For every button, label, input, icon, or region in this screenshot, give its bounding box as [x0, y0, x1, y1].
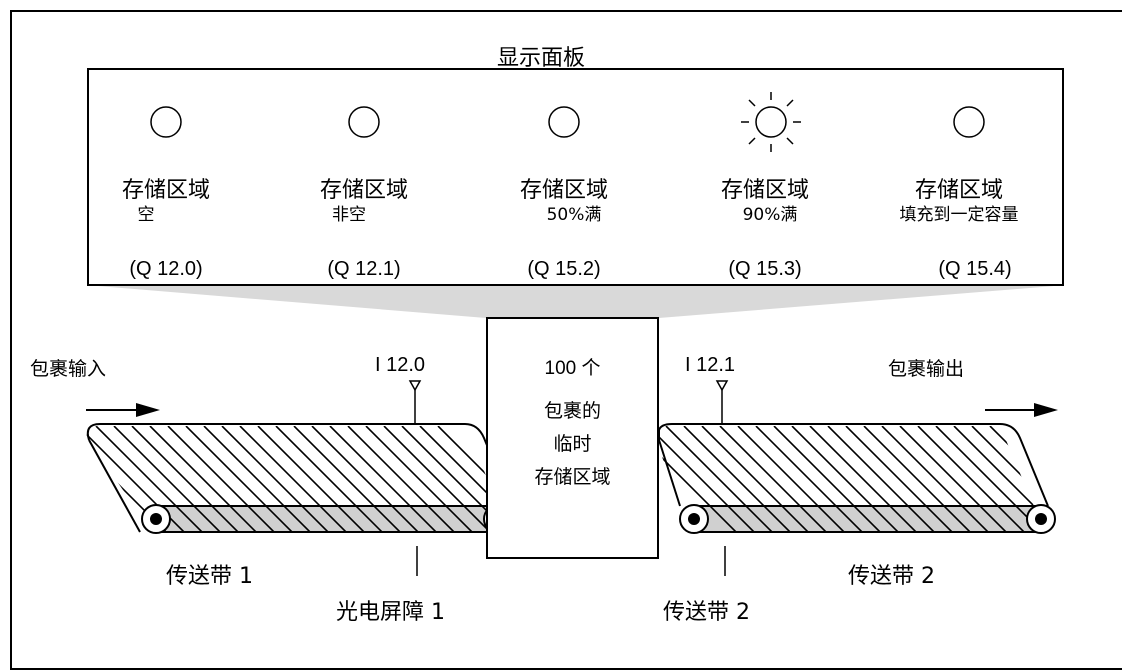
- conveyor-belt-2: [654, 423, 1056, 534]
- indicator-empty: 存储区域 空 (Q 12.0): [76, 106, 256, 280]
- panel-title: 显示面板: [497, 46, 586, 71]
- indicator-sub: 非空: [332, 205, 366, 225]
- lamp-off-icon: [150, 106, 182, 138]
- indicator-address: (Q 15.4): [938, 258, 1012, 280]
- indicator-sub: 90%满: [742, 205, 798, 225]
- indicator-name: 存储区域: [519, 178, 608, 203]
- indicator-sub: 空: [137, 205, 155, 225]
- diagram-graphics: [86, 286, 1058, 576]
- output-label: 包裹输出: [888, 358, 965, 380]
- indicator-not-empty: 存储区域 非空 (Q 12.1): [274, 106, 454, 280]
- lamp-off-icon: [953, 106, 985, 138]
- lamp-lit-icon: [741, 92, 801, 152]
- indicator-sub: 50%满: [546, 205, 602, 225]
- storage-line-2: 包裹的: [543, 400, 601, 422]
- indicator-sub: 填充到一定容量: [899, 205, 1019, 225]
- indicator-name: 存储区域: [914, 178, 1003, 203]
- display-panel: 存储区域 空 (Q 12.0) 存储区域 非空 (Q 12.1) 存储区域 50…: [87, 68, 1064, 286]
- indicator-address: (Q 12.1): [327, 258, 401, 280]
- storage-line-3: 临时: [553, 433, 592, 455]
- indicator-name: 存储区域: [121, 178, 210, 203]
- input-arrow-icon: [86, 403, 160, 417]
- lamp-off-icon: [348, 106, 380, 138]
- conveyor-belt-1: [86, 423, 513, 534]
- sensor-in-icon: [408, 380, 422, 424]
- storage-capacity: 100 个: [544, 358, 601, 379]
- indicator-name: 存储区域: [720, 178, 809, 203]
- belt-1-label: 传送带 1: [166, 564, 253, 589]
- sensor-out-icon: [715, 380, 729, 424]
- indicator-50-percent: 存储区域 50%满 (Q 15.2): [474, 106, 654, 280]
- indicator-filled: 存储区域 填充到一定容量 (Q 15.4): [869, 106, 1049, 280]
- indicator-address: (Q 15.3): [728, 258, 802, 280]
- belt-2-bottom-label: 传送带 2: [663, 600, 750, 625]
- light-barrier-label: 光电屏障 1: [336, 600, 445, 625]
- storage-line-4: 存储区域: [534, 466, 611, 488]
- lamp-off-icon: [548, 106, 580, 138]
- output-arrow-icon: [985, 403, 1058, 417]
- belt-2-label: 传送带 2: [848, 564, 935, 589]
- input-label: 包裹输入: [30, 358, 107, 380]
- indicator-name: 存储区域: [319, 178, 408, 203]
- panel-funnel: [98, 286, 1054, 318]
- storage-area-box: 100 个 包裹的 临时 存储区域: [486, 317, 659, 559]
- indicator-address: (Q 15.2): [527, 258, 601, 280]
- sensor-out-label: I 12.1: [685, 354, 736, 376]
- indicator-address: (Q 12.0): [129, 258, 203, 280]
- sensor-in-label: I 12.0: [375, 354, 426, 376]
- indicator-90-percent: 存储区域 90%满 (Q 15.3): [675, 92, 855, 280]
